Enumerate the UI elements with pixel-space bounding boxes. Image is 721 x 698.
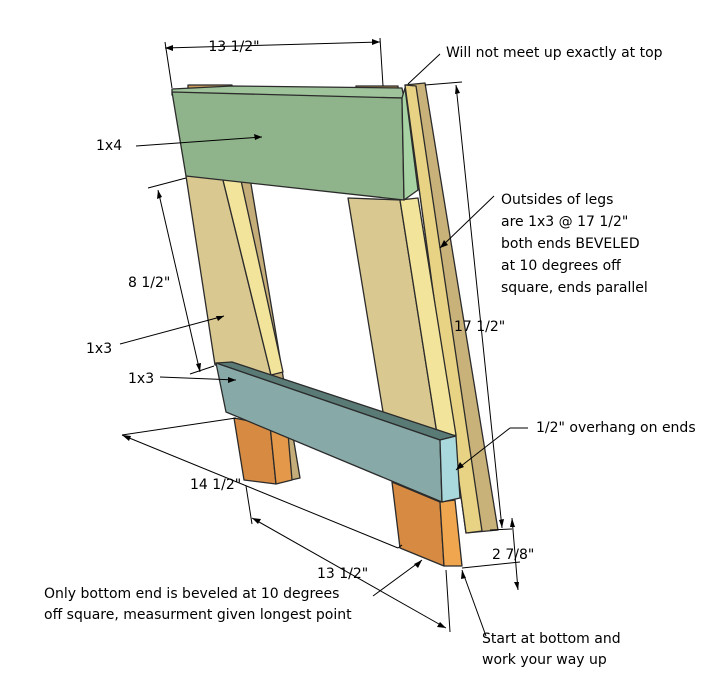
label-leg-length: 17 1/2" (454, 319, 505, 335)
label-outside-note-2: are 1x3 @ 17 1/2" (501, 214, 628, 230)
label-leg-board: 1x3 (86, 341, 112, 357)
label-outside-note-1: Outsides of legs (501, 192, 613, 208)
callout-top-board-arrow (254, 134, 262, 140)
callout-leg-arrow (216, 316, 224, 321)
label-outer-width: 14 1/2" (190, 477, 241, 493)
label-bottom-note-2: off square, measurment given longest poi… (44, 607, 352, 623)
callout-outside-leader (439, 195, 495, 249)
callout-top-board-leader (135, 136, 263, 147)
dim-leg-length-arrow-t (455, 85, 460, 94)
label-top-board: 1x4 (96, 138, 122, 154)
dim-leg-length-arrow-b (499, 519, 504, 528)
leg-right-bottom-side (439, 499, 463, 567)
label-front-board: 1x3 (128, 371, 154, 387)
label-overhang: 1/2" overhang on ends (536, 420, 696, 436)
dim-leg-length-ext-top (424, 81, 463, 86)
dim-leg-height-ext-top (147, 177, 187, 189)
leg-right-front-side (399, 197, 457, 441)
dim-leg-length-line (455, 84, 503, 529)
callout-start-leader (461, 569, 487, 637)
dim-leg-height-line (157, 189, 201, 373)
dim-end-depth-ext (461, 561, 521, 569)
label-outside-note-3: both ends BEVELED (501, 236, 640, 252)
dim-leg-height-arrow-b (196, 363, 201, 372)
callout-bottom-leader (372, 559, 423, 597)
callout-leg-leader (119, 315, 225, 345)
callout-front-leader (159, 376, 237, 381)
label-bottom-note-1: Only bottom end is beveled at 10 degrees (44, 586, 339, 602)
front-board-end (439, 435, 461, 503)
dim-end-depth-arrow-b (514, 582, 519, 590)
label-no-meet: Will not meet up exactly at top (446, 45, 663, 61)
dim-bottom-width-arrow-l (252, 518, 261, 524)
dim-outer-width-ext-right (397, 544, 403, 549)
dim-outer-width-arrow-l (122, 435, 131, 441)
callout-overhang-arrow (456, 462, 464, 470)
dim-top-width-line (164, 41, 381, 49)
label-start-note-2: work your way up (482, 652, 607, 668)
dim-top-width-arrow-r (372, 39, 380, 45)
callout-no-meet-leader (407, 53, 441, 85)
dim-outer-width-ext-left (121, 417, 237, 436)
callout-front-arrow (228, 377, 236, 383)
callout-start-arrow (461, 570, 466, 579)
label-top-width: 13 1/2" (208, 39, 259, 55)
label-bottom-width: 13 1/2" (317, 566, 368, 582)
top-board-end (401, 87, 419, 201)
label-end-depth: 2 7/8" (492, 547, 534, 563)
dim-outer-width-line (121, 434, 399, 549)
label-start-note-1: Start at bottom and (482, 631, 621, 647)
dim-leg-length-ext-bot (489, 528, 513, 531)
callout-outside-arrow (440, 240, 448, 248)
dim-bottom-width-arrow-r (437, 622, 446, 628)
dim-bottom-width-ext-left (245, 485, 253, 525)
dim-end-depth-line (511, 517, 519, 591)
callout-overhang-leader (455, 427, 511, 471)
callout-bottom-arrow (414, 560, 422, 568)
dim-top-width-arrow-l (165, 45, 173, 51)
dim-bottom-width-ext-right (445, 569, 451, 633)
dim-leg-height-arrow-t (157, 190, 162, 199)
dim-top-width-ext-right (379, 37, 384, 87)
dim-leg-height-ext-bot (189, 365, 215, 375)
dim-bottom-width-line (251, 517, 447, 629)
label-outside-note-4: at 10 degrees off (501, 258, 621, 274)
label-outside-note-5: square, ends parallel (501, 280, 648, 296)
dim-top-width-ext-left (164, 41, 173, 89)
dim-end-depth-arrow-t (510, 518, 515, 527)
label-leg-height: 8 1/2" (128, 275, 170, 291)
